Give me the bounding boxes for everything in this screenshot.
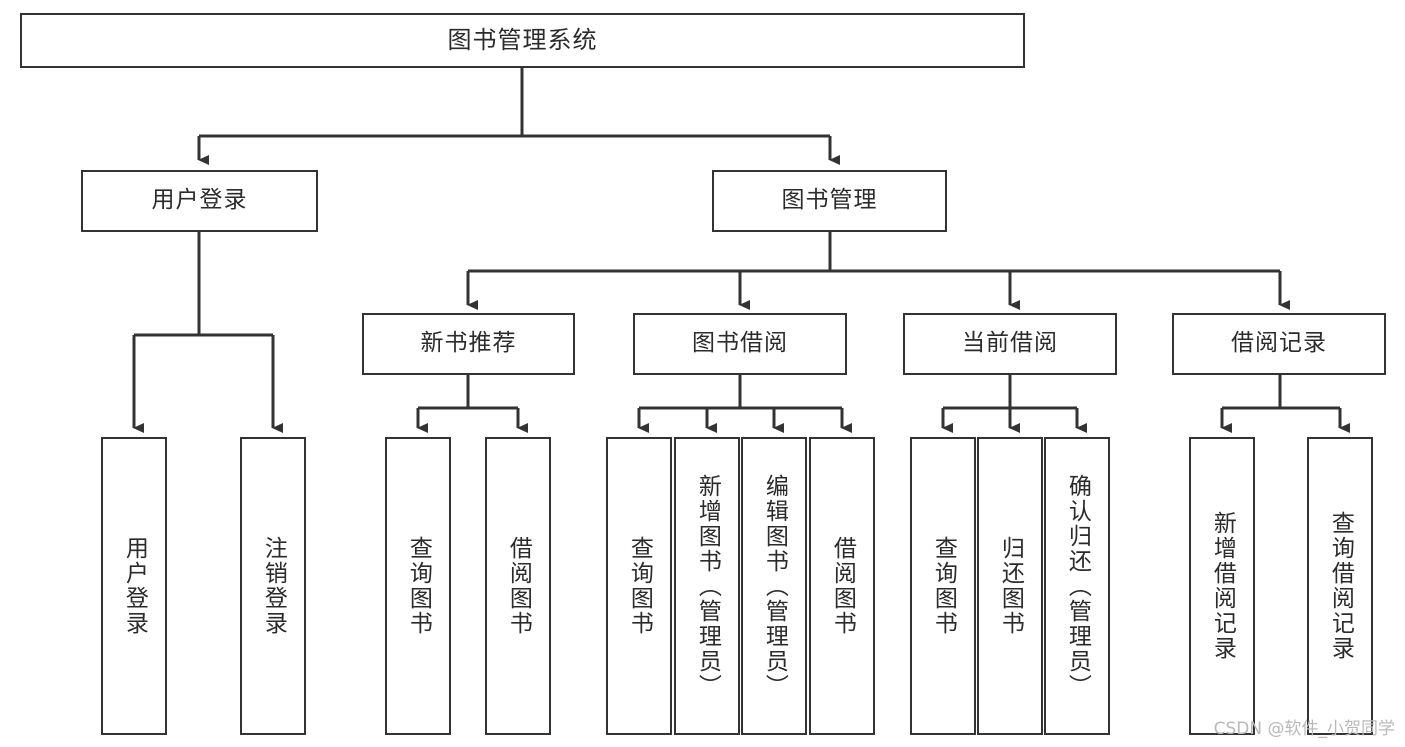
node-label: 查询借阅记录: [1327, 511, 1354, 661]
node-label: 新书推荐: [420, 330, 517, 357]
node-label: 借阅记录: [1231, 330, 1327, 357]
node-leaf-borrow-book-recommend[interactable]: 借阅图书: [485, 437, 551, 735]
node-label: 查询图书: [626, 536, 653, 636]
node-leaf-edit-book-admin[interactable]: 编辑图书（管理员）: [741, 437, 807, 735]
node-label: 新增图书（管理员）: [694, 473, 721, 699]
node-leaf-query-book-borrow[interactable]: 查询图书: [606, 437, 672, 735]
node-leaf-borrow-book[interactable]: 借阅图书: [809, 437, 875, 735]
node-label: 当前借阅: [962, 330, 1058, 357]
node-label: 用户登录: [121, 536, 148, 636]
node-book-management[interactable]: 图书管理: [712, 170, 947, 232]
node-label: 查询图书: [930, 536, 957, 636]
node-leaf-add-borrow-record[interactable]: 新增借阅记录: [1189, 437, 1255, 735]
node-book-borrow[interactable]: 图书借阅: [633, 313, 847, 375]
node-label: 编辑图书（管理员）: [761, 473, 788, 699]
node-leaf-query-borrow-record[interactable]: 查询借阅记录: [1307, 437, 1373, 735]
node-label: 查询图书: [405, 536, 432, 636]
node-label: 借阅图书: [505, 536, 532, 636]
node-label: 注销登录: [260, 536, 287, 636]
node-new-book-recommend[interactable]: 新书推荐: [362, 313, 575, 375]
node-root-book-management-system[interactable]: 图书管理系统: [20, 13, 1025, 68]
node-leaf-user-login[interactable]: 用户登录: [101, 437, 167, 735]
node-leaf-query-book-recommend[interactable]: 查询图书: [385, 437, 451, 735]
node-user-login[interactable]: 用户登录: [81, 170, 318, 232]
node-label: 图书管理系统: [447, 26, 598, 55]
node-leaf-return-book[interactable]: 归还图书: [977, 437, 1043, 735]
node-label: 用户登录: [151, 187, 248, 214]
node-label: 图书管理: [781, 187, 878, 214]
node-current-borrow[interactable]: 当前借阅: [903, 313, 1117, 375]
node-leaf-confirm-return-admin[interactable]: 确认归还（管理员）: [1044, 437, 1110, 735]
node-leaf-logout[interactable]: 注销登录: [240, 437, 306, 735]
node-label: 图书借阅: [692, 330, 788, 357]
node-label: 借阅图书: [829, 536, 856, 636]
node-label: 归还图书: [997, 536, 1024, 636]
node-leaf-query-book-current[interactable]: 查询图书: [910, 437, 976, 735]
node-borrow-record[interactable]: 借阅记录: [1172, 313, 1386, 375]
csdn-watermark: CSDN @软件_小贺同学: [1213, 719, 1395, 739]
node-label: 新增借阅记录: [1209, 511, 1236, 661]
node-leaf-add-book-admin[interactable]: 新增图书（管理员）: [674, 437, 740, 735]
node-label: 确认归还（管理员）: [1064, 473, 1091, 699]
